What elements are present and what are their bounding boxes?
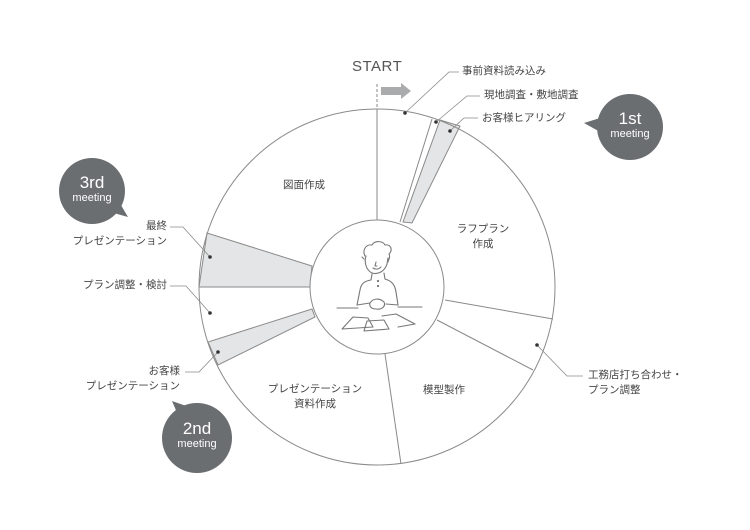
spokes	[376, 109, 554, 465]
inner-circle	[309, 219, 445, 355]
label-final-presentation: 最終 プレゼンテーション	[40, 219, 167, 249]
label-line: お客様	[148, 365, 181, 377]
label-drawings: 図面作成	[283, 179, 325, 191]
start-label: START	[352, 58, 403, 75]
meeting-word: meeting	[610, 128, 650, 140]
meeting-number: 2nd	[182, 419, 212, 438]
leader-lines	[170, 71, 583, 377]
meeting-bubbles	[59, 94, 663, 473]
label-survey: 現地調査・敷地調査	[484, 89, 579, 101]
label-line: 資料作成	[294, 398, 336, 410]
label-line: 作成	[472, 238, 494, 250]
label-line: プレゼンテーション	[267, 383, 363, 395]
label-hearing: お客様ヒアリング	[482, 112, 566, 124]
label-line: プレゼンテーション	[85, 380, 180, 392]
meeting-badge-3rd: 3rd meeting	[59, 173, 125, 205]
label-line: ラフプラン	[456, 223, 510, 235]
label-builder-meeting: 工務店打ち合わせ・ プラン調整	[588, 368, 683, 398]
person-at-desk-icon	[336, 241, 423, 332]
wedge-final-presentation	[198, 232, 313, 288]
label-line: プレゼンテーション	[72, 235, 167, 247]
label-rough-plan: ラフプラン 作成	[450, 222, 516, 252]
meeting-word: meeting	[177, 438, 217, 450]
meeting-number: 3rd	[79, 173, 105, 192]
leader-dots	[208, 111, 539, 354]
label-line: 最終	[146, 220, 167, 232]
label-client-presentation: お客様 プレゼンテーション	[60, 364, 180, 394]
arrow-right-icon	[381, 83, 411, 99]
wedge-client-presentation	[207, 308, 316, 366]
label-line: 工務店打ち合わせ・	[588, 369, 683, 381]
label-line: プラン調整	[588, 384, 641, 396]
meeting-badge-2nd: 2nd meeting	[162, 419, 232, 451]
label-model: 模型製作	[423, 384, 465, 396]
label-prep: 事前資料読み込み	[462, 65, 546, 77]
label-presentation-docs: プレゼンテーション 資料作成	[255, 382, 375, 412]
meeting-number: 1st	[618, 109, 642, 128]
meeting-badge-1st: 1st meeting	[597, 109, 663, 141]
label-plan-review: プラン調整・検討	[83, 279, 167, 291]
meeting-word: meeting	[72, 192, 112, 204]
wedge-hearing	[402, 119, 461, 224]
